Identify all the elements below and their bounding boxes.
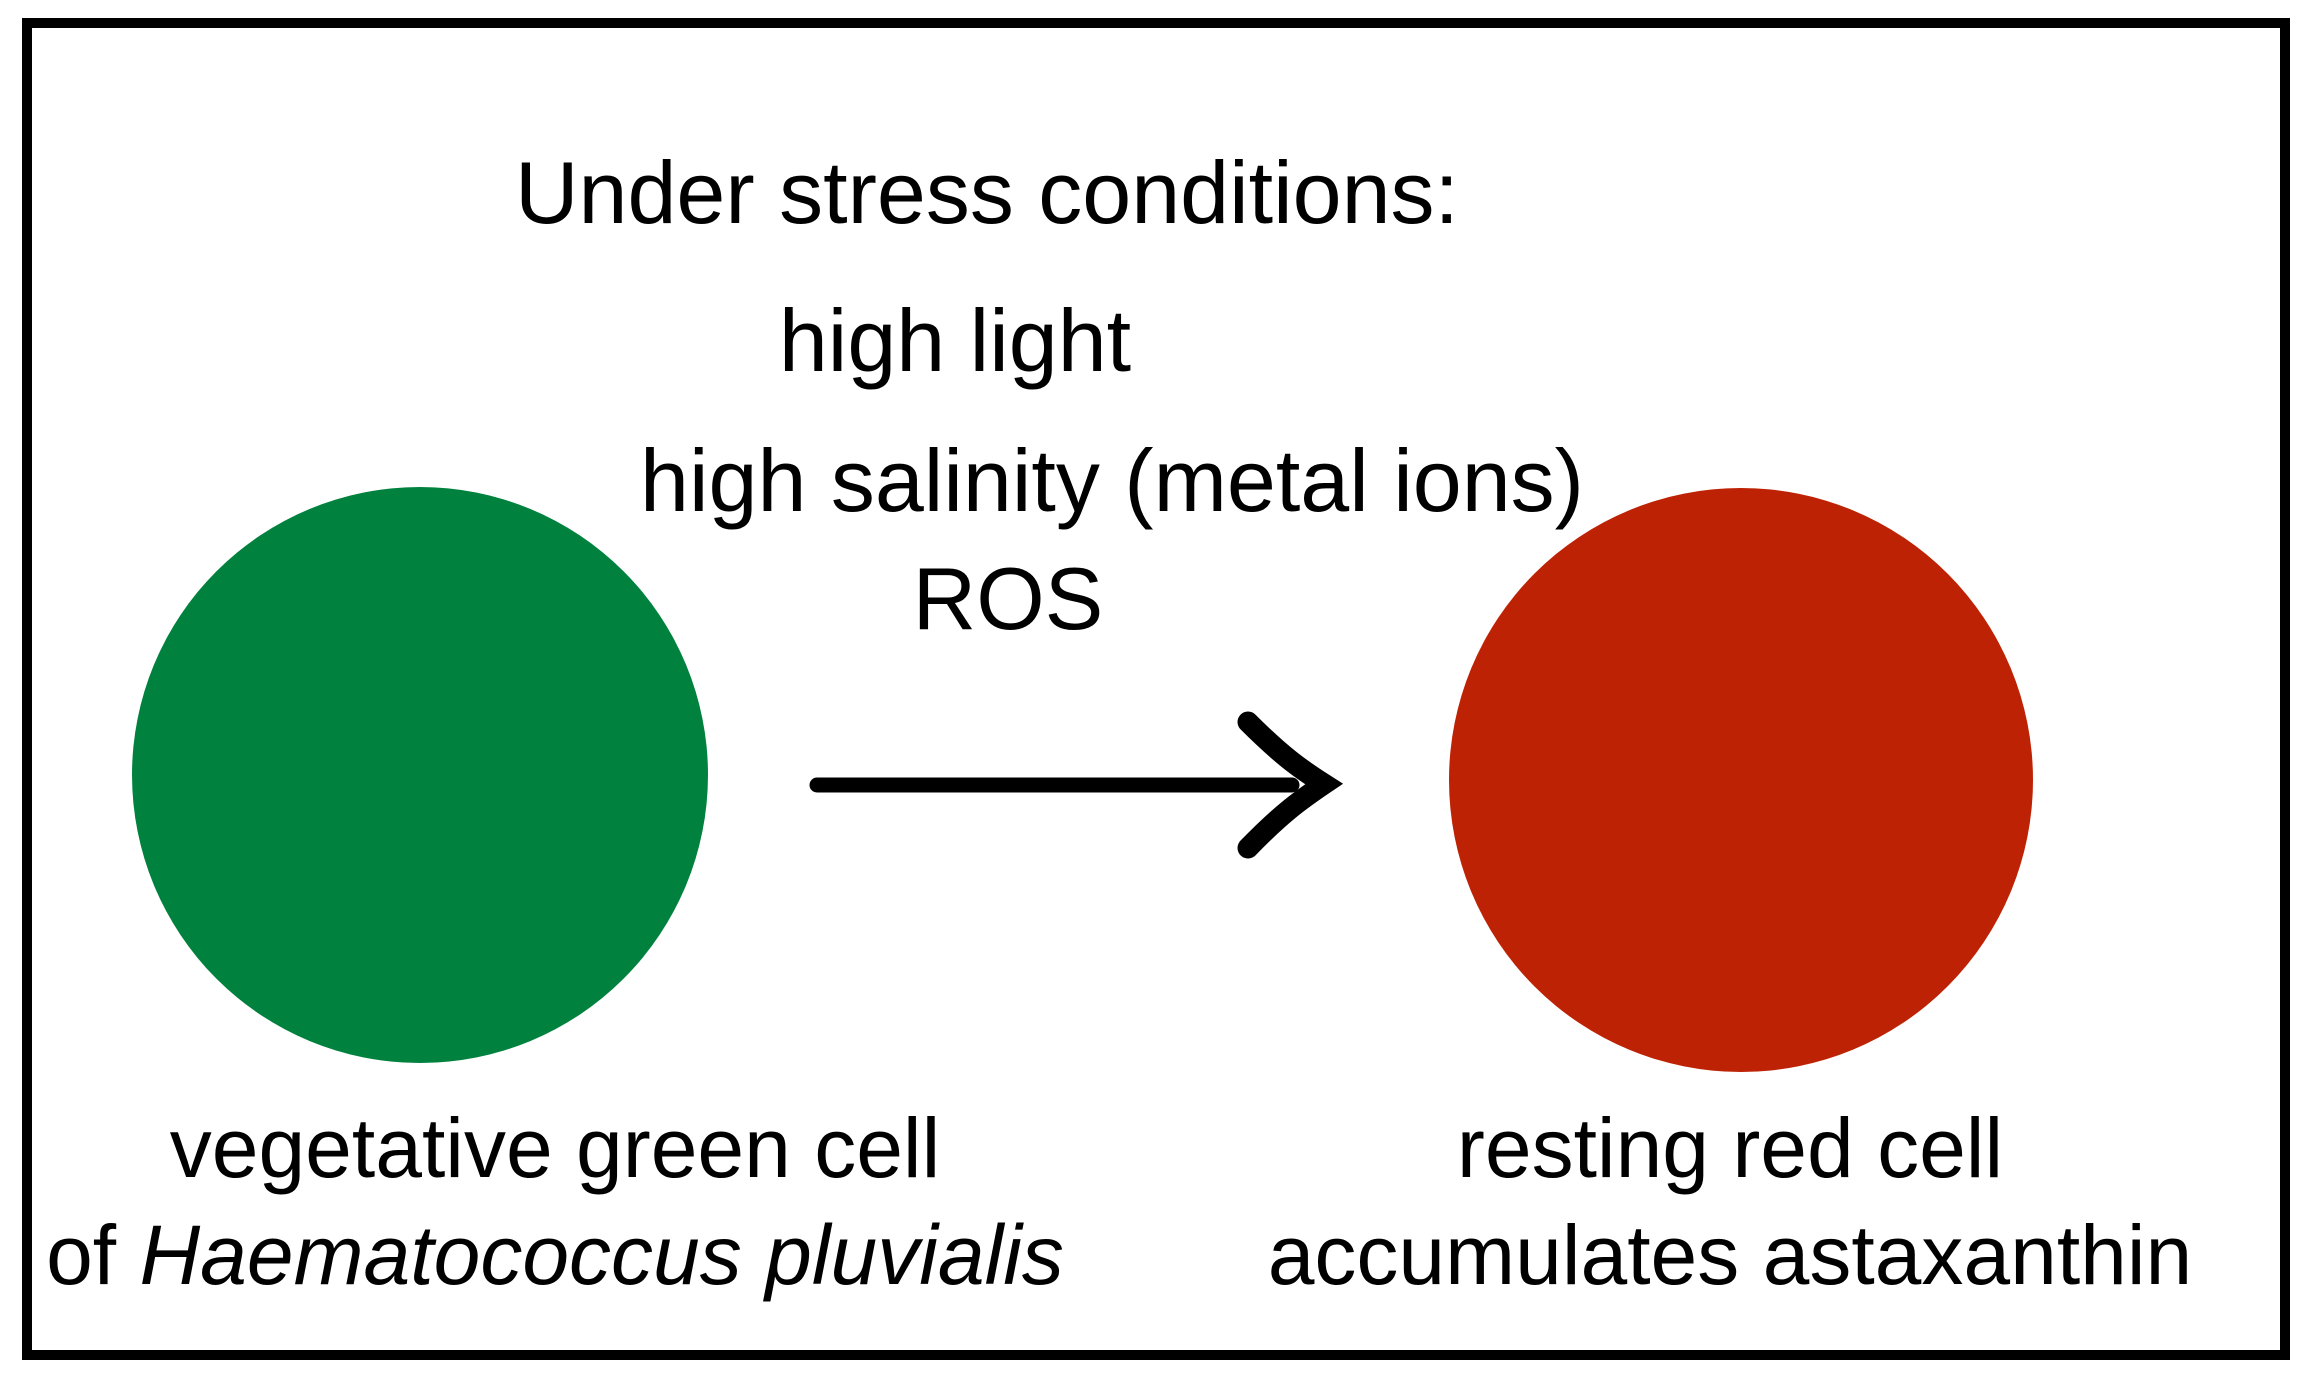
red-cell-caption-line1: resting red cell xyxy=(1456,1101,2004,1195)
red-cell-caption: resting red cell accumulates astaxanthin xyxy=(1230,1095,2230,1309)
red-cell-circle xyxy=(1449,488,2033,1072)
figure-title: Under stress conditions: xyxy=(515,143,1459,242)
green-cell-circle xyxy=(132,487,708,1063)
green-cell-caption-line1: vegetative green cell xyxy=(169,1101,941,1195)
stress-factor-ros: ROS xyxy=(912,549,1104,648)
green-cell-caption: vegetative green cell of Haematococcus p… xyxy=(5,1095,1105,1309)
stress-factor-high-light: high light xyxy=(778,291,1132,390)
transformation-arrow-icon xyxy=(809,711,1344,859)
red-cell-caption-line2: accumulates astaxanthin xyxy=(1267,1208,2193,1302)
green-cell-caption-line2: of Haematococcus pluvialis xyxy=(5,1202,1105,1309)
figure-border xyxy=(22,18,2290,1360)
green-cell-caption-prefix: of xyxy=(46,1208,140,1302)
stress-factor-high-salinity: high salinity (metal ions) xyxy=(640,431,1584,530)
species-name: Haematococcus pluvialis xyxy=(139,1208,1064,1302)
